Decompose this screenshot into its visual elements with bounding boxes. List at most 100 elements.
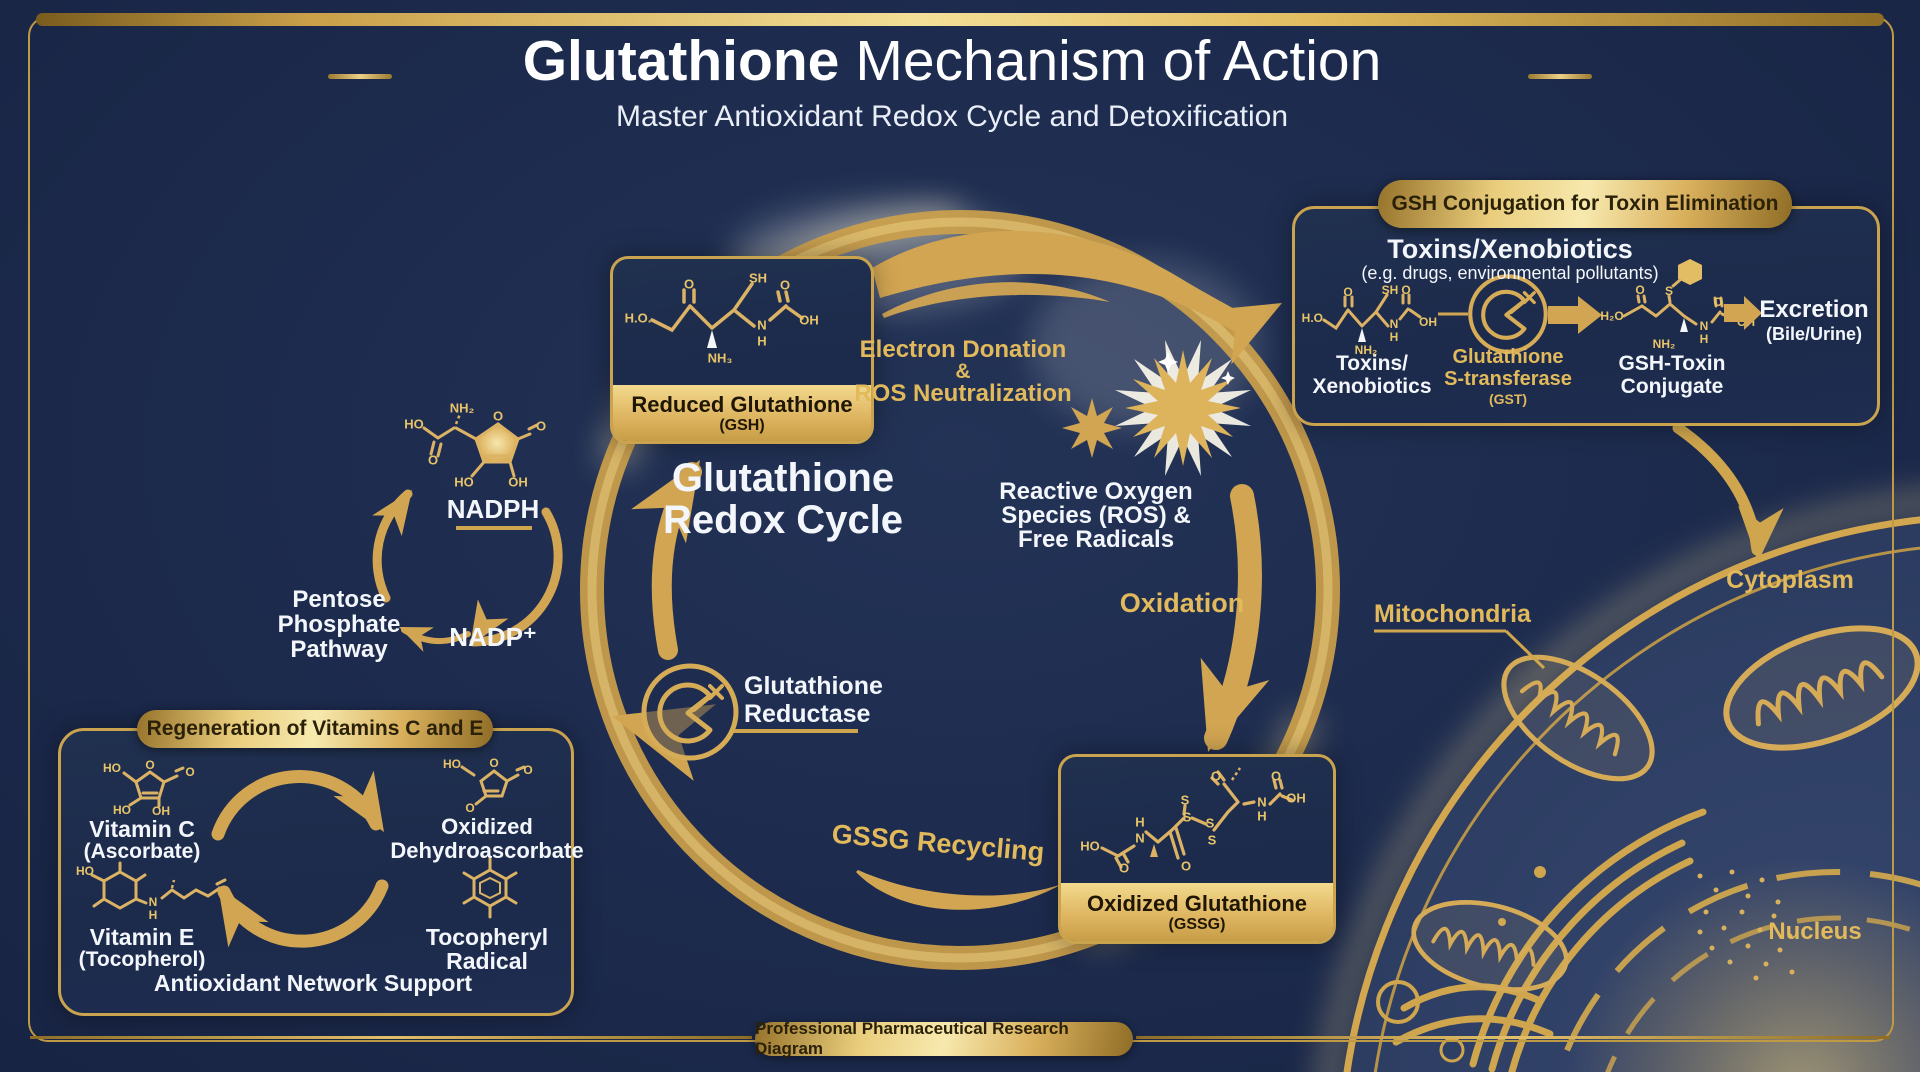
atom-label: H.O. [1301,311,1327,325]
title-rest: Mechanism of Action [855,29,1382,93]
vitamin-e-label: (Tocopherol) [78,948,206,971]
reductase-label: Glutathione [744,672,883,700]
atom-label: OH [799,312,819,328]
vitamin-c-structure: HO O O HO OH [100,758,200,818]
substrate-label: Toxins/ [1336,352,1408,375]
atom-label: N [1389,317,1399,331]
atom-label: NH₂ [1354,343,1378,357]
atom-label: H [757,333,767,349]
vitamin-c-label: Vitamin C [89,816,195,842]
atom-label: O [1635,283,1645,297]
substrate-structure-bonds [1322,293,1422,342]
atom-label: HO [404,416,424,432]
atom-label: H₂O [1600,309,1624,323]
atom-label: O [1343,285,1353,299]
atom-label: HO [103,761,121,775]
product-structure-bonds [1622,259,1738,332]
gsh-structure-bonds [650,282,804,348]
atom-label: HO [454,474,474,490]
dehydroascorbate-bonds [460,765,526,806]
atom-label: S [1207,832,1217,848]
footer-line-left [30,1036,752,1039]
atom-label: H [1389,330,1399,344]
tocopheryl-radical-label: Radical [446,948,528,974]
atom-label: O [145,758,155,772]
nadph-structure: NH₂ HO O O O HO OH [398,396,548,492]
dehydroascorbate-structure: HO O O O [438,756,538,815]
pentose-pathway-label: Pentose [292,586,386,613]
atom-label: N [148,895,158,909]
conjugate-label: GSH-Toxin [1618,352,1726,375]
vitamins-header: Regeneration of Vitamins C and E [137,710,493,748]
atom-label: H [148,908,158,922]
atom-label: H.O. [624,310,652,326]
gsh-box-title: Reduced Glutathione [631,391,853,417]
atom-label: O [492,408,504,424]
atom-label: S [1182,809,1192,825]
nucleus-label: Nucleus [1768,918,1862,945]
reductase-label: Reductase [744,700,871,728]
atom-label: S [1664,284,1674,298]
title-dash-left [328,74,392,79]
pentose-pathway-label: Pathway [290,636,388,663]
atom-label: O [489,756,499,770]
atom-label: HO [113,803,131,817]
gssg-box-title: Oxidized Glutathione [1086,890,1307,916]
tocopheryl-radical-label: Tocopheryl [425,924,549,950]
gst-label: S-transferase [1444,368,1572,390]
atom-label: O [779,277,791,293]
substrate-label: Xenobiotics [1312,375,1432,398]
antioxidant-support-label: Antioxidant Network Support [153,970,473,996]
atom-label: N [757,317,767,333]
atom-label: OH [1286,790,1306,806]
atom-label: NH₂ [1652,337,1676,351]
atom-label: O [1401,283,1411,297]
atom-label: OH [508,474,528,490]
vitamin-e-label: Vitamin E [89,924,195,950]
atom-label: OH [1419,315,1437,329]
vitamin-e-structure: HO N H [76,858,228,922]
mitochondria-label: Mitochondria [1374,600,1531,628]
atom-label: H [1135,814,1145,830]
atom-label: O [1713,295,1723,309]
toxins-title: Toxins/Xenobiotics [1387,234,1633,264]
vitamin-c-bonds [122,766,185,808]
gst-label: Glutathione [1452,346,1564,368]
atom-label: NH₂ [449,400,475,416]
tocopheryl-radical-structure [452,854,528,922]
oxidized-dehydroascorbate-label: Dehydroascorbate [390,838,584,863]
cytoplasm-label: Cytoplasm [1726,566,1854,594]
footer-line-right [1136,1036,1890,1039]
atom-label: O [1180,858,1192,874]
atom-label: N [1699,319,1709,333]
oxidation-label: Oxidation [1119,588,1245,618]
conjugate-label: Conjugate [1620,375,1724,398]
gst-abbr: (GST) [1488,391,1528,407]
gsh-structure: H.O. O SH O N H OH NH₃ [618,268,860,380]
title-dash-right [1528,74,1592,79]
toxins-subtitle: (e.g. drugs, environmental pollutants) [1361,263,1659,283]
nadp-label: NADP⁺ [449,622,537,652]
atom-label: NH₃ [707,350,733,366]
gssg-box-label: Oxidized Glutathione (GSSG) [1061,883,1333,941]
atom-label: OH [1737,315,1755,329]
atom-label: H [1257,808,1267,824]
ros-label: Free Radicals [1017,526,1175,553]
atom-label: SH [748,270,768,286]
atom-label: O [465,801,475,815]
oxidized-dehydroascorbate-label: Oxidized [441,814,533,839]
gsh-box-label: Reduced Glutathione (GSH) [613,385,871,441]
atom-label: O [185,765,195,779]
cycle-title: Glutathione [671,456,895,500]
atom-label: OH [152,804,170,818]
gssg-structure: HO O H N S S S S O O N H OH O [1066,762,1318,878]
atom-label: HO [76,864,94,878]
atom-label: N [1257,794,1267,810]
atom-label: O [1118,860,1130,876]
title-bold: Glutathione [522,29,840,93]
gssg-box-abbr: (GSSG) [1168,915,1226,933]
atom-label: O [523,763,533,777]
tocopheryl-bonds [462,857,518,919]
atom-label: HO [1080,838,1100,854]
